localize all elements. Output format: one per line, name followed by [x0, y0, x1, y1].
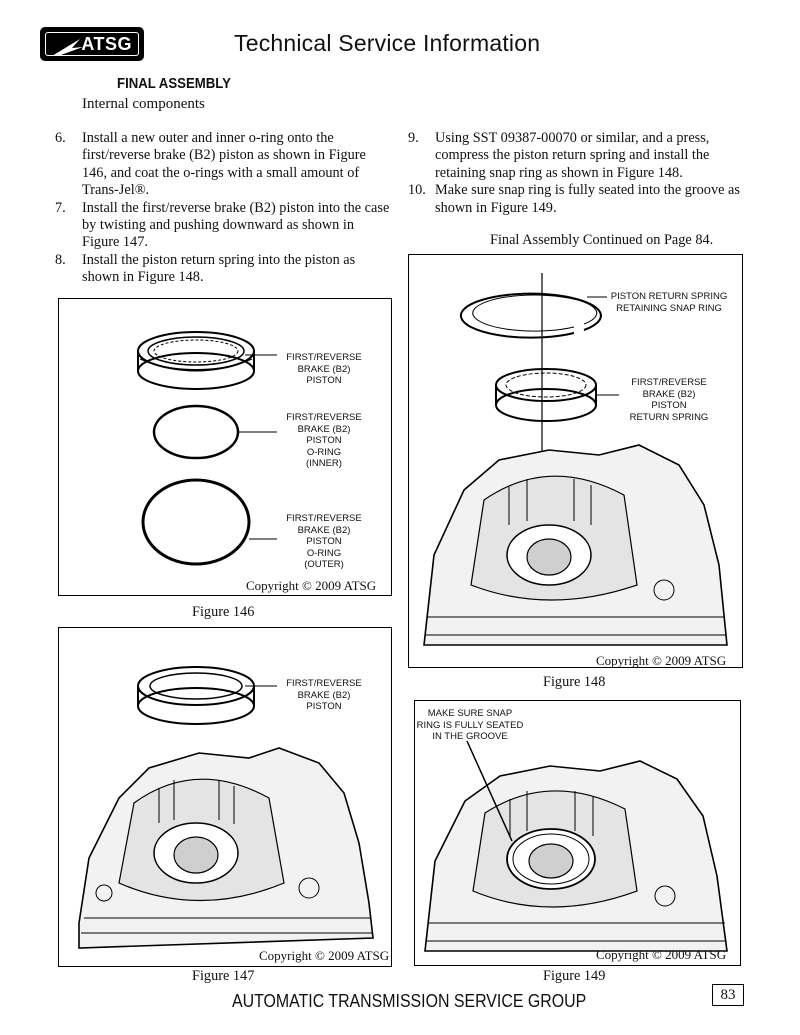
copyright: Copyright © 2009 ATSG — [596, 947, 727, 962]
section-title: FINAL ASSEMBLY — [117, 75, 231, 92]
logo-text: ATSG — [81, 33, 132, 54]
step-item: 7.Install the first/reverse brake (B2) p… — [55, 199, 390, 251]
step-item: 10.Make sure snap ring is fully seated i… — [408, 182, 740, 216]
seated-snap-ring-drawing — [424, 740, 728, 952]
snap-ring-spring-drawing — [423, 273, 728, 646]
figure-caption: Figure 149 — [543, 968, 606, 984]
copyright: Copyright © 2009 ATSG — [596, 653, 727, 668]
step-item: 9.Using SST 09387-00070 or similar, and … — [408, 130, 710, 181]
section-subtitle: Internal components — [82, 96, 205, 112]
copyright: Copyright © 2009 ATSG — [246, 578, 377, 593]
footer-title: AUTOMATIC TRANSMISSION SERVICE GROUP — [232, 990, 587, 1011]
transmission-case-drawing — [78, 666, 374, 949]
figure-caption: Figure 148 — [543, 674, 606, 690]
wing-icon — [52, 39, 83, 56]
piston-exploded-drawing — [137, 331, 277, 566]
atsg-logo: ATSG — [40, 27, 144, 61]
page-title: Technical Service Information — [234, 30, 541, 56]
steps-left: 6.Install a new outer and inner o-ring o… — [55, 130, 390, 287]
figure-caption: Figure 146 — [192, 604, 255, 620]
continued-note: Final Assembly Continued on Page 84. — [490, 232, 714, 248]
page-number: 83 — [712, 984, 744, 1006]
step-item: 8.Install the piston return spring into … — [55, 251, 356, 286]
step-item: 6.Install a new outer and inner o-ring o… — [55, 130, 366, 199]
copyright: Copyright © 2009 ATSG — [259, 948, 390, 963]
steps-right: 9.Using SST 09387-00070 or similar, and … — [408, 130, 743, 217]
figure-caption: Figure 147 — [192, 968, 255, 984]
